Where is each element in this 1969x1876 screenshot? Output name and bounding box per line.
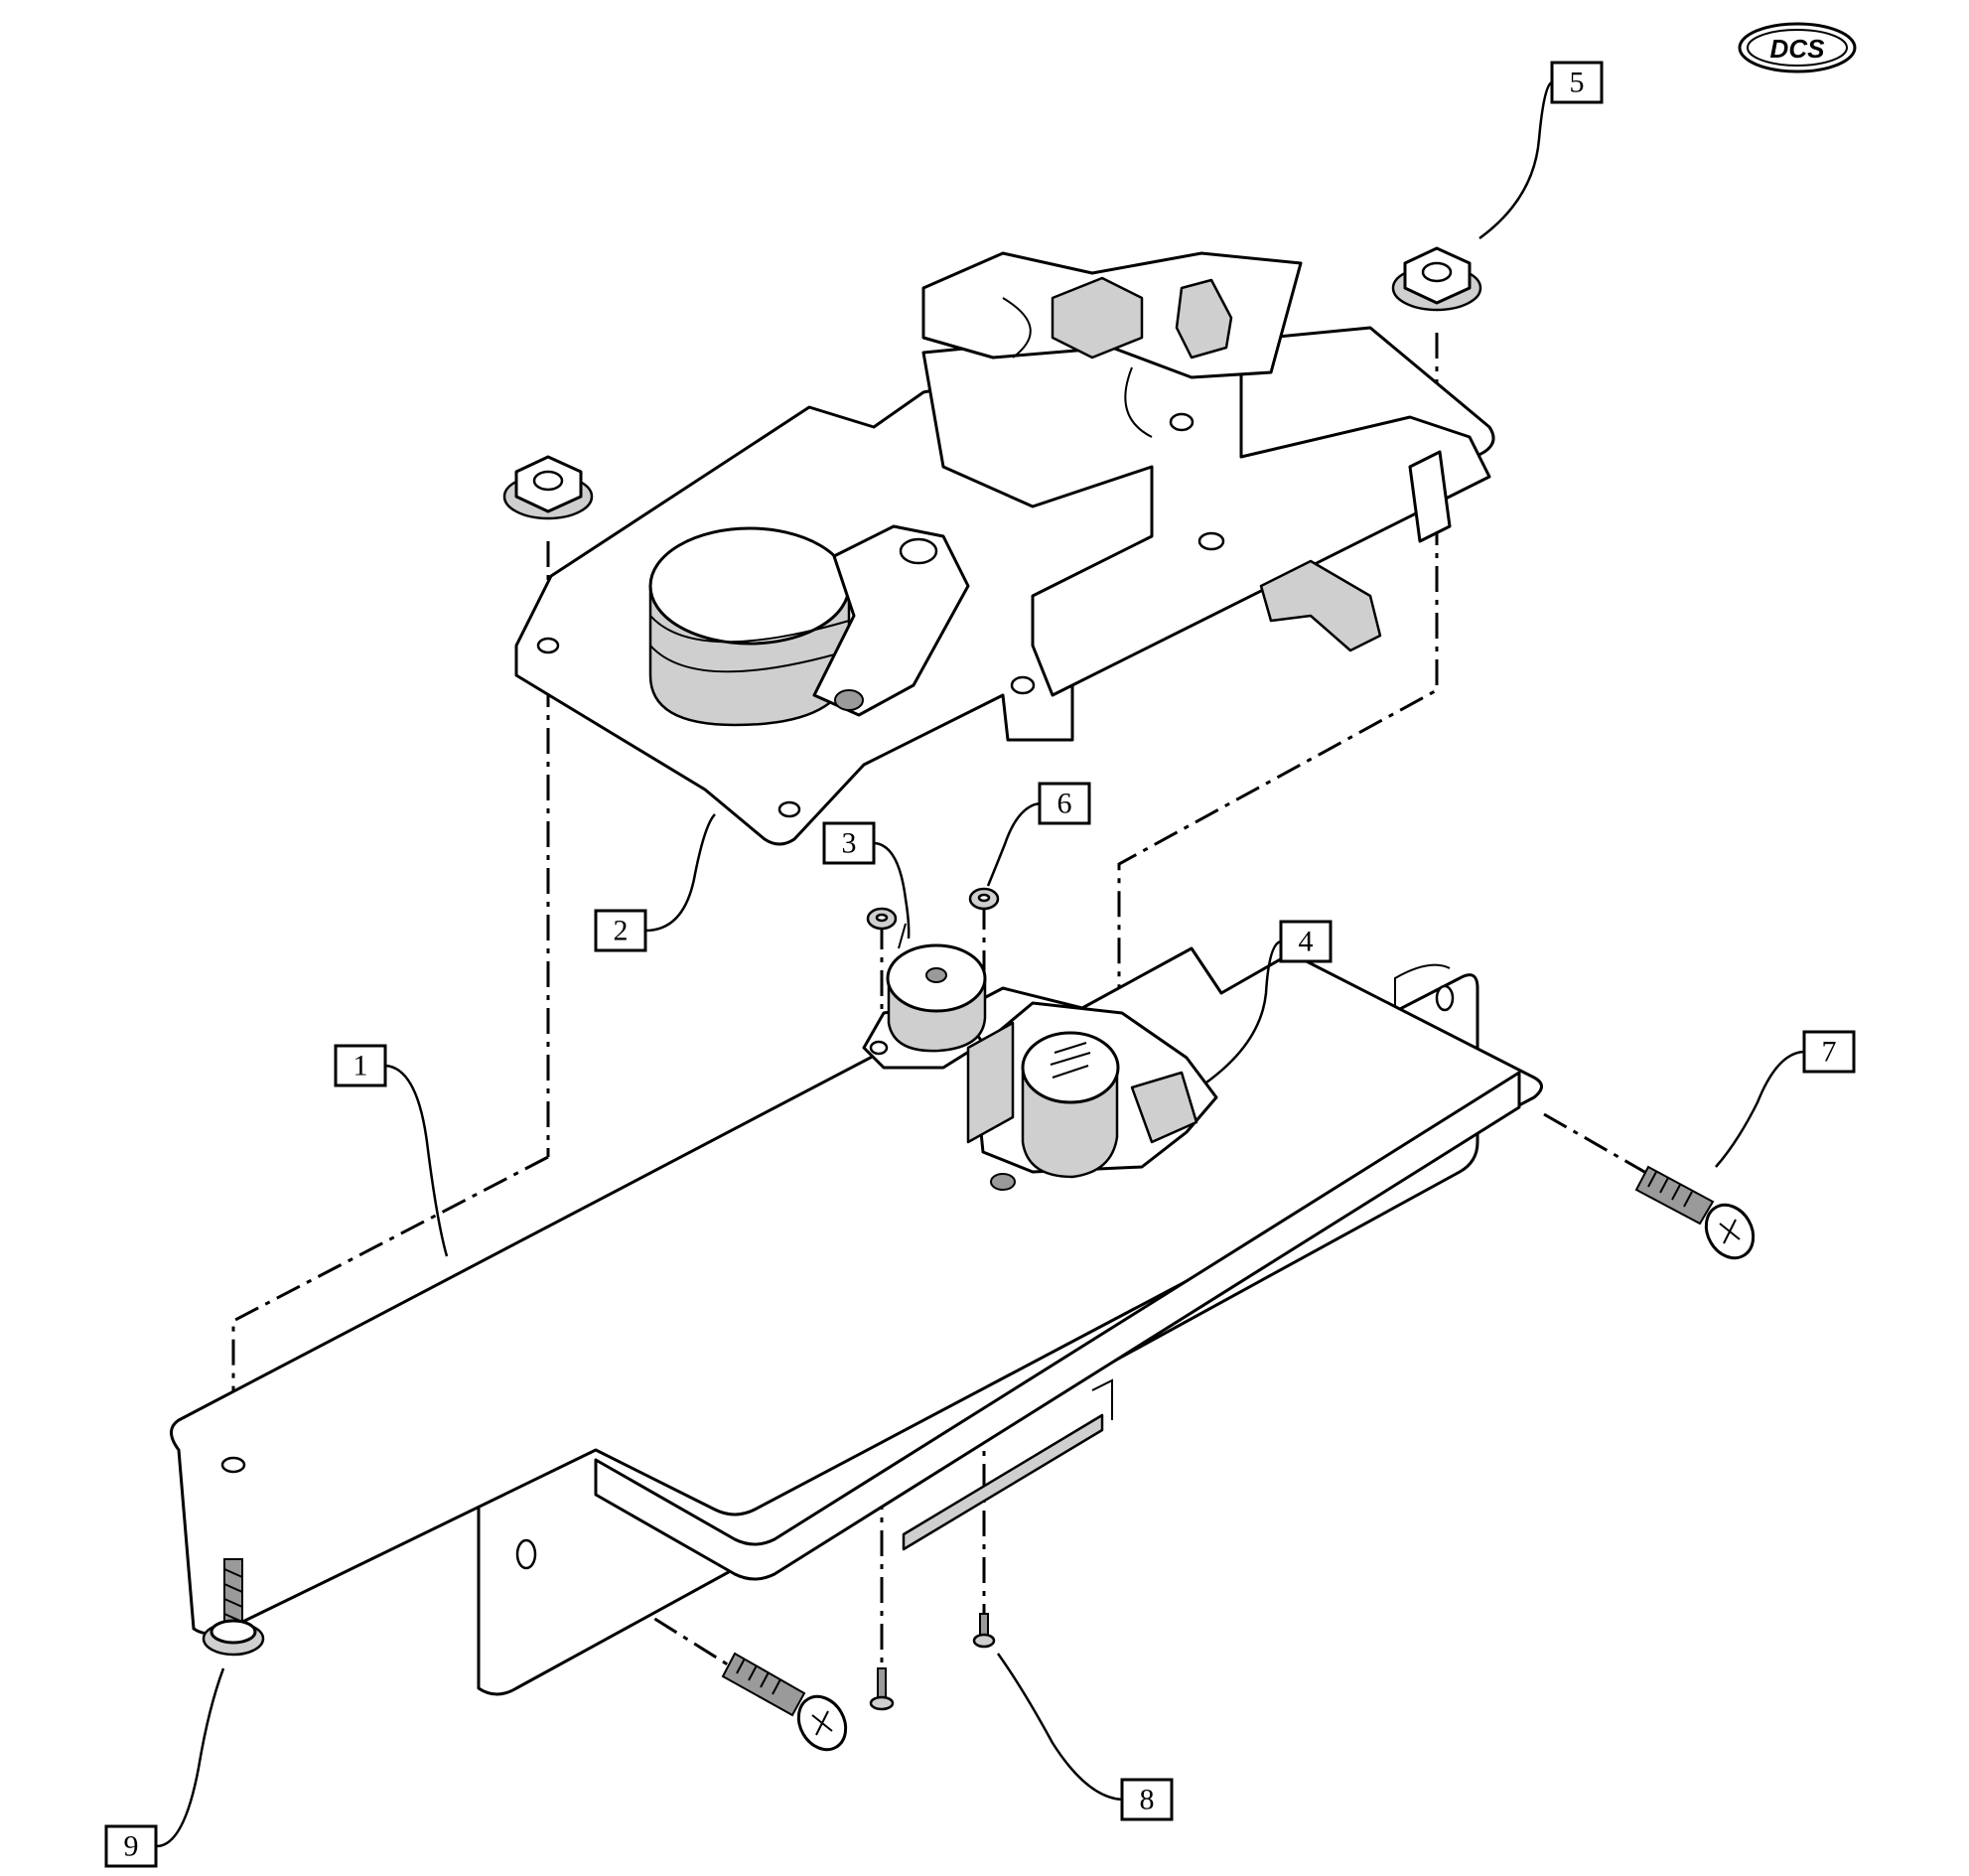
callout-2-label: 2 xyxy=(614,915,629,947)
callout-5: 5 xyxy=(1550,61,1604,104)
motor-bracket-lever xyxy=(1259,559,1382,652)
callout-4-label: 4 xyxy=(1299,926,1314,958)
callout-6-label: 6 xyxy=(1057,788,1072,820)
switch-motor-assembly xyxy=(966,1001,1218,1191)
logo-text: DCS xyxy=(1770,34,1826,64)
leader-5 xyxy=(1478,80,1553,240)
motor-bracket-hole-lower xyxy=(777,800,801,818)
small-motor xyxy=(862,923,987,1070)
kep-nut-right xyxy=(1391,246,1482,312)
leader-9 xyxy=(155,1667,225,1848)
base-plate-raised-section xyxy=(594,1071,1521,1581)
motor-bracket-hole-center xyxy=(1197,531,1225,551)
assembly-line-side-screw xyxy=(1543,1112,1654,1179)
motor-bracket-channel xyxy=(921,326,1491,697)
leader-2 xyxy=(644,813,716,933)
callout-2: 2 xyxy=(594,909,647,952)
dcs-logo: DCS xyxy=(1738,22,1857,73)
motor-bracket-hole-channel xyxy=(1010,675,1036,695)
lock-washer-left xyxy=(866,907,898,931)
callout-1: 1 xyxy=(334,1044,387,1087)
lock-washer-right xyxy=(968,887,1000,911)
leader-3 xyxy=(873,841,911,939)
base-plate-slot xyxy=(902,1413,1104,1551)
callout-7: 7 xyxy=(1802,1030,1856,1074)
motor-bracket-tab xyxy=(1408,450,1452,543)
base-plate-hole-left xyxy=(220,1456,246,1474)
base-plate-hole-right xyxy=(1435,984,1455,1012)
machine-screw-left xyxy=(869,1667,895,1711)
callout-1-label: 1 xyxy=(353,1050,368,1082)
callout-8: 8 xyxy=(1120,1778,1174,1821)
leader-1 xyxy=(384,1064,449,1257)
machine-screw-right xyxy=(972,1613,996,1649)
callout-7-label: 7 xyxy=(1822,1036,1837,1069)
motor-bracket-hole-left xyxy=(536,637,560,654)
motor-bracket-assembly xyxy=(514,251,1495,846)
screw-with-washer xyxy=(202,1558,265,1657)
leader-6 xyxy=(986,801,1041,887)
kep-nut-left xyxy=(502,455,594,520)
callout-4: 4 xyxy=(1279,920,1333,963)
callout-3: 3 xyxy=(822,821,876,865)
flat-head-screw-side xyxy=(1634,1165,1756,1260)
motor-gear-cover xyxy=(812,524,970,717)
callout-3-label: 3 xyxy=(842,827,857,860)
flat-head-screw-bracket xyxy=(721,1652,848,1752)
leader-7 xyxy=(1715,1050,1805,1168)
assembly-line-bracket-screw xyxy=(535,1542,751,1680)
callout-6: 6 xyxy=(1038,782,1091,825)
motor-drum xyxy=(648,526,851,727)
leader-lines xyxy=(155,80,1805,1848)
callout-5-label: 5 xyxy=(1570,67,1585,99)
callout-8-label: 8 xyxy=(1140,1784,1155,1816)
leader-4 xyxy=(1205,939,1282,1084)
base-plate-hole-flange xyxy=(515,1538,537,1570)
callout-9: 9 xyxy=(104,1824,158,1868)
leader-8 xyxy=(996,1653,1123,1802)
callout-9-label: 9 xyxy=(124,1830,139,1863)
